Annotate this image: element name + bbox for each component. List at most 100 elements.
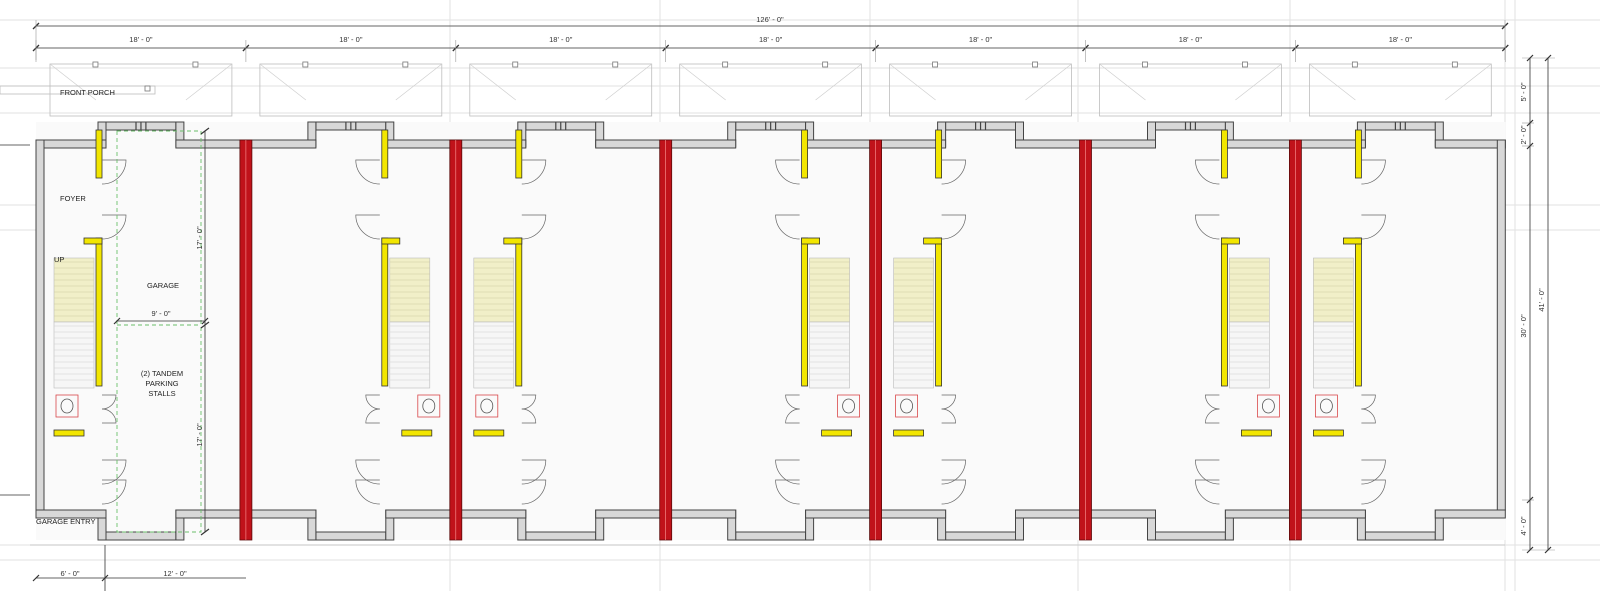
porch-post (822, 61, 829, 68)
stair-wall-cap (1343, 237, 1362, 245)
porch-outline (1309, 63, 1492, 117)
front-wall-side (805, 139, 877, 149)
rear-wall-side (1294, 509, 1366, 519)
door-swing (101, 214, 127, 240)
door-swing (355, 479, 380, 505)
porch-post (1351, 61, 1358, 68)
porch-roof-line (469, 63, 517, 101)
front-wall-side (595, 139, 667, 149)
door-swing (941, 394, 956, 410)
porch-outline (259, 63, 443, 117)
toilet-bowl (480, 398, 494, 414)
porch-post (722, 61, 729, 68)
rear-wall-side (875, 509, 947, 519)
stair-wall (1221, 237, 1228, 387)
front-wall-side (35, 139, 107, 149)
end-wall-left (35, 139, 45, 511)
door-swing (941, 214, 966, 240)
door-swing (101, 459, 127, 485)
rear-wall-side (35, 509, 107, 519)
up-label: UP (54, 255, 64, 264)
porch-roof-line (1445, 63, 1492, 101)
porch-post (1032, 61, 1038, 68)
porch-outline (679, 63, 863, 117)
porch-post (92, 61, 99, 68)
rear-wall-side (175, 509, 247, 519)
unit-dimension-text: 18' - 0" (129, 35, 153, 44)
right-dimensions: 5' - 0" 2' - 0" 30' - 0" 4' - 0" 41' - 0… (1519, 54, 1555, 554)
door-swing (1361, 408, 1376, 424)
stair-upper-run (473, 257, 515, 323)
toilet-box (895, 394, 918, 418)
front-porches (0, 61, 1492, 117)
door-swing (1361, 394, 1376, 410)
unit-dimension-text: 18' - 0" (549, 35, 573, 44)
door-swing (1361, 479, 1386, 505)
bath-wall (53, 429, 85, 437)
bath-wall (821, 429, 852, 437)
door-swing (521, 214, 547, 240)
garage-label: GARAGE (147, 281, 179, 290)
end-wall-right (1496, 139, 1506, 511)
stair-wall (95, 237, 103, 387)
dwelling-unit (1294, 121, 1506, 541)
door-swing (941, 159, 966, 185)
foyer-label: FOYER (60, 194, 86, 203)
porch-post (932, 61, 938, 68)
toilet-bowl (900, 398, 913, 414)
porch-post (402, 61, 409, 68)
porch-roof-line (1099, 63, 1146, 101)
front-wall-side (245, 139, 317, 149)
front-wall-side (1224, 139, 1296, 149)
door-swing (101, 408, 117, 424)
porch-roof-line (815, 63, 862, 101)
rear-wall-side (1434, 509, 1506, 519)
rear-wall (735, 531, 807, 541)
porch-outline (1099, 63, 1282, 117)
rear-wall-side (805, 509, 877, 519)
stair-wall-cap (1221, 237, 1240, 245)
stair-wall (935, 237, 942, 387)
stair-wall-cap (381, 237, 401, 245)
door-swing (1195, 159, 1220, 185)
door-swing (521, 459, 547, 485)
bath-wall (1241, 429, 1272, 437)
door-swing (521, 408, 537, 424)
door-swing (785, 394, 800, 410)
stair-wall (1355, 237, 1362, 387)
porch-roof-line (185, 63, 233, 101)
garage-width-dimension: 9' - 0" (151, 309, 170, 318)
porch-roof-line (395, 63, 443, 101)
stair-lower-run (809, 321, 850, 389)
party-firewalls (239, 139, 1302, 541)
stair-upper-run (893, 257, 934, 323)
front-wall-side (665, 139, 737, 149)
rear-wall-side (1015, 509, 1086, 519)
closet-wall (1355, 129, 1362, 179)
bath-wall (473, 429, 505, 437)
toilet-box (1257, 394, 1280, 418)
door-swing (1195, 214, 1220, 240)
right-dim-4ft: 4' - 0" (1519, 516, 1528, 535)
toilet-box (1315, 394, 1338, 418)
front-wall-side (455, 139, 527, 149)
door-swing (775, 214, 800, 240)
door-swing (365, 394, 380, 410)
right-dim-41ft: 41' - 0" (1537, 288, 1546, 312)
rear-wall (945, 531, 1016, 541)
stair-wall (381, 237, 389, 387)
stair-wall-cap (801, 237, 820, 245)
overall-dimension-text: 126' - 0" (756, 15, 784, 24)
closet-wall (95, 129, 103, 179)
front-wall-side (875, 139, 947, 149)
stair-lower-run (893, 321, 934, 389)
tandem-label-line3: STALLS (148, 389, 175, 398)
front-porch-line (0, 85, 156, 95)
closet-wall (381, 129, 389, 179)
dwelling-unit (245, 121, 457, 541)
porch-post (512, 61, 519, 68)
bath-wall (893, 429, 924, 437)
right-dim-30ft: 30' - 0" (1519, 314, 1528, 338)
porch-post (302, 61, 309, 68)
toilet-bowl (422, 398, 436, 414)
